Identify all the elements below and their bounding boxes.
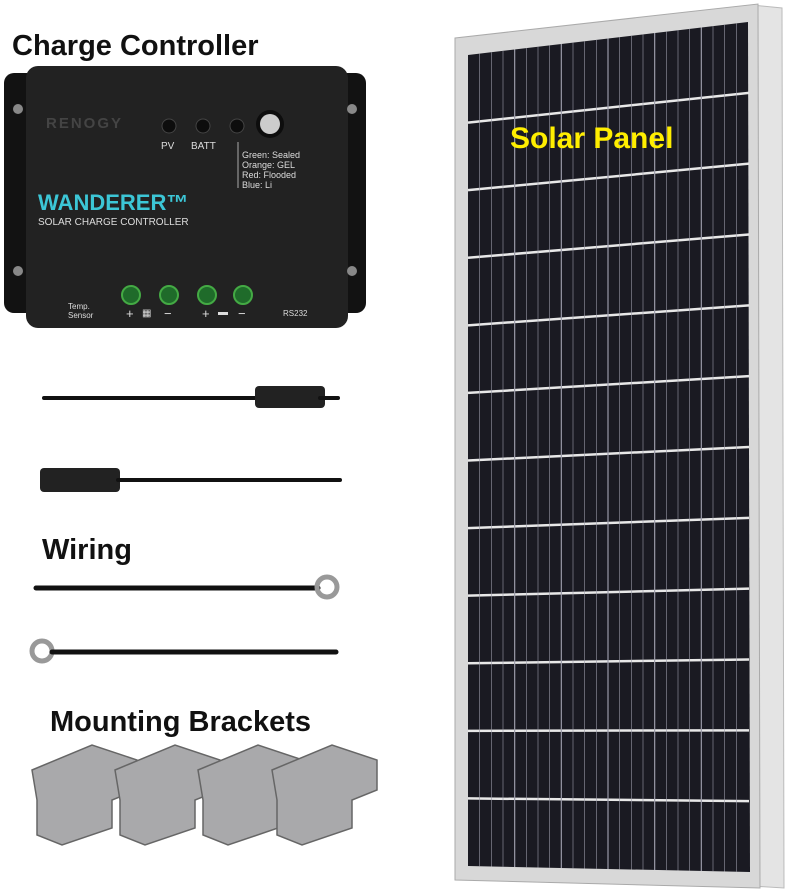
led-pv-label: PV bbox=[161, 141, 175, 152]
mounting-bracket bbox=[114, 744, 221, 846]
label-wiring: Wiring bbox=[42, 534, 132, 566]
wiring bbox=[29, 386, 342, 664]
model-name: WANDERER™ bbox=[38, 190, 189, 215]
label-charge-controller: Charge Controller bbox=[12, 30, 259, 62]
batt-minus: − bbox=[238, 306, 246, 321]
brand-logo: RENOGY bbox=[46, 115, 124, 132]
temp-sensor-label: Temp. Sensor bbox=[68, 302, 94, 320]
led-batt-label: BATT bbox=[191, 141, 216, 152]
rs232-label: RS232 bbox=[283, 309, 308, 318]
charge-controller bbox=[4, 66, 366, 328]
label-mounting-brackets: Mounting Brackets bbox=[50, 706, 312, 738]
solar-panel bbox=[454, 3, 785, 889]
mounting-bracket bbox=[271, 744, 378, 846]
mounting-brackets bbox=[31, 744, 378, 846]
pv-plus: + bbox=[126, 306, 134, 321]
batt-plus: + bbox=[202, 306, 210, 321]
mounting-bracket bbox=[31, 744, 138, 846]
battery-type-legend: Green: Sealed Orange: GEL Red: Flooded B… bbox=[242, 150, 301, 190]
battery-terminal-icon: ▬ bbox=[218, 307, 228, 318]
pv-minus: − bbox=[164, 306, 172, 321]
controller-subtitle: SOLAR CHARGE CONTROLLER bbox=[38, 217, 189, 228]
solar-terminal-icon: ▦ bbox=[142, 308, 152, 319]
label-solar-panel: Solar Panel bbox=[510, 122, 674, 155]
